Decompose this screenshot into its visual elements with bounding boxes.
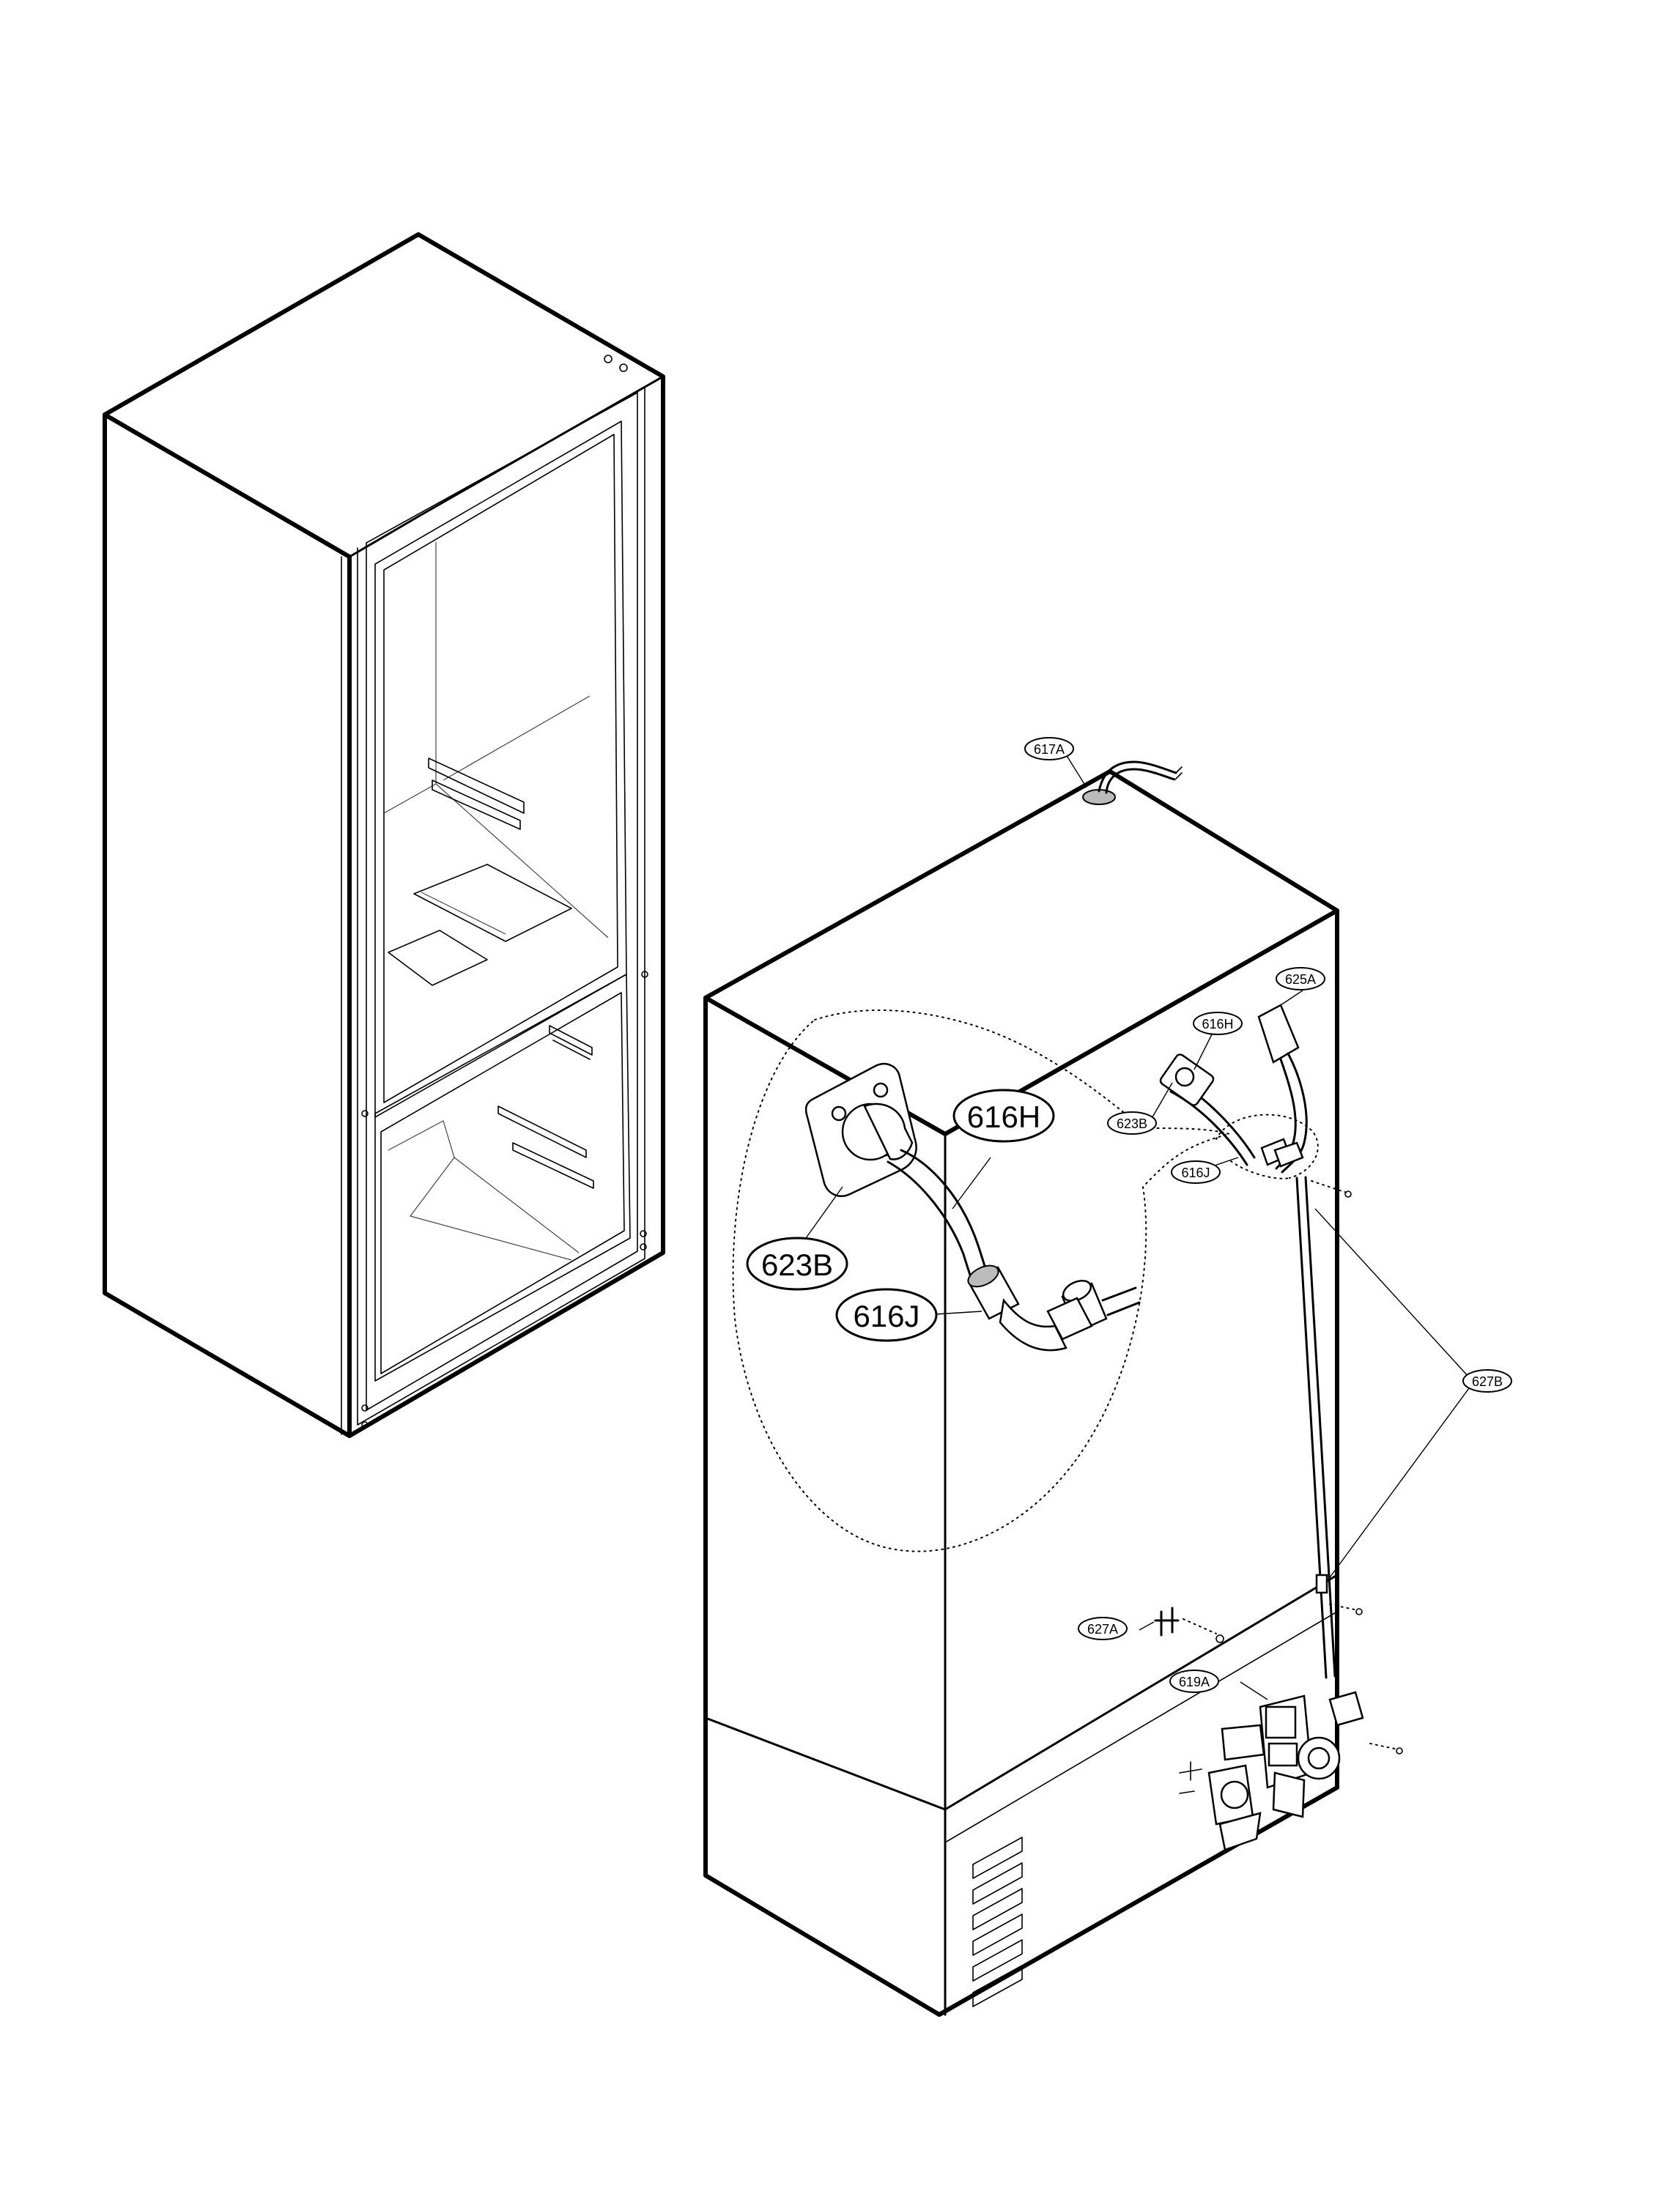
detail-callout-616J: 616J bbox=[835, 1288, 938, 1342]
detail-enlargement bbox=[732, 1009, 1232, 1552]
water-line-grommet bbox=[1082, 760, 1183, 805]
callout-619A: 619A bbox=[1169, 1670, 1219, 1693]
svg-text:625A: 625A bbox=[1285, 972, 1316, 987]
callout-617A: 617A bbox=[1024, 737, 1074, 760]
detail-callout-616H: 616H bbox=[952, 1089, 1055, 1143]
svg-text:616J: 616J bbox=[853, 1299, 919, 1333]
svg-text:627A: 627A bbox=[1087, 1622, 1118, 1637]
water-valve-assembly bbox=[1179, 1691, 1364, 1851]
rear-cabinet-view bbox=[703, 754, 1470, 2017]
detail-callout-623B: 623B bbox=[746, 1237, 848, 1291]
svg-text:616J: 616J bbox=[1181, 1166, 1210, 1180]
callout-623B: 623B bbox=[1107, 1111, 1157, 1135]
callout-616H: 616H bbox=[1193, 1012, 1243, 1035]
clamp-627A bbox=[1154, 1607, 1224, 1643]
svg-text:619A: 619A bbox=[1179, 1675, 1210, 1689]
svg-text:627B: 627B bbox=[1472, 1374, 1503, 1389]
callout-616J: 616J bbox=[1171, 1160, 1221, 1184]
svg-text:616H: 616H bbox=[967, 1100, 1040, 1134]
svg-text:616H: 616H bbox=[1202, 1017, 1233, 1031]
vent-grille bbox=[972, 1837, 1023, 2007]
svg-text:623B: 623B bbox=[1117, 1116, 1147, 1131]
svg-text:617A: 617A bbox=[1034, 742, 1065, 757]
svg-text:623B: 623B bbox=[761, 1248, 833, 1282]
front-cabinet-view bbox=[103, 232, 665, 1438]
callout-627A: 627A bbox=[1078, 1617, 1128, 1640]
callout-627B: 627B bbox=[1462, 1369, 1512, 1393]
callout-625A: 625A bbox=[1276, 967, 1325, 990]
